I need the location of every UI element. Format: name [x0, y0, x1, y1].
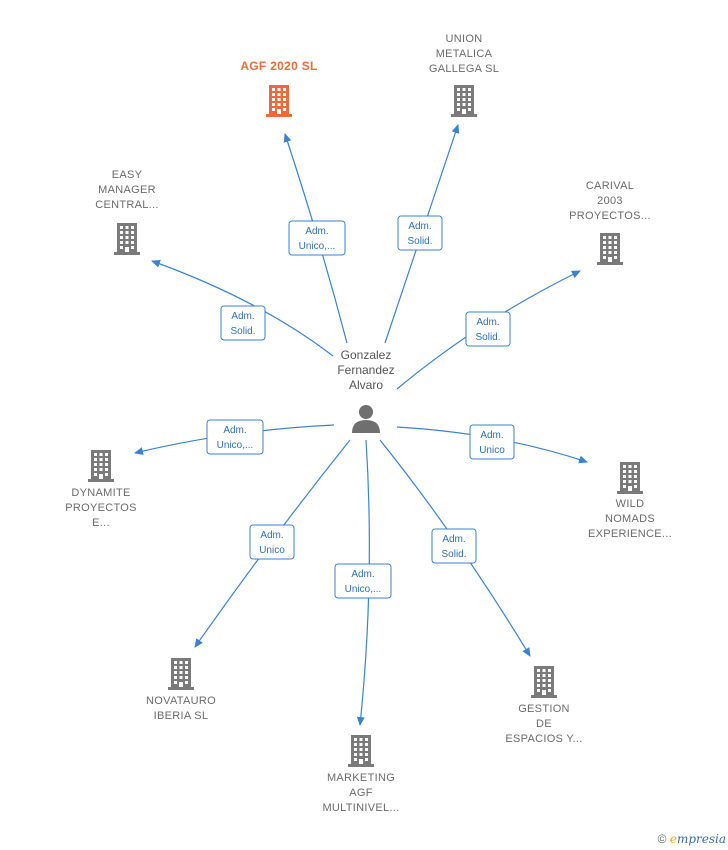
- person-name: Alvaro: [349, 378, 383, 392]
- company-node-gestion-espacios[interactable]: GESTION DE ESPACIOS Y...: [505, 666, 582, 745]
- role-box-frame: [397, 215, 443, 251]
- company-label: UNION: [446, 33, 483, 45]
- company-label: NOVATAURO: [146, 695, 216, 707]
- company-label: MANAGER: [98, 184, 156, 196]
- role-text: Adm.: [260, 530, 283, 541]
- role-text: Adm.: [442, 534, 465, 545]
- company-label: EASY: [112, 169, 143, 181]
- company-label: DE: [536, 718, 552, 730]
- company-node-novatauro[interactable]: NOVATAURO IBERIA SL: [146, 658, 216, 722]
- roles-layer: Adm. Unico,... Adm. Solid. Adm. Solid. Adm. Sol…: [206, 215, 515, 599]
- role-text: Solid.: [475, 332, 500, 343]
- company-node-union-metalica[interactable]: UNION METALICA GALLEGA SL: [429, 33, 499, 117]
- role-text: Adm.: [305, 226, 328, 237]
- role-text: Unico,...: [299, 241, 336, 252]
- role-box-gestion-espacios[interactable]: Adm. Solid.: [431, 528, 477, 564]
- building-icon: [597, 233, 623, 265]
- company-label: GESTION: [518, 703, 570, 715]
- role-box-frame: [288, 220, 346, 256]
- role-text: Solid.: [407, 236, 432, 247]
- role-box-union-metalica[interactable]: Adm. Solid.: [397, 215, 443, 251]
- role-box-frame: [465, 311, 511, 347]
- role-box-frame: [220, 305, 266, 341]
- person-icon: [352, 405, 380, 433]
- building-icon: [266, 85, 292, 117]
- company-node-agf-2020[interactable]: AGF 2020 SL: [240, 59, 317, 117]
- company-label: AGF 2020 SL: [240, 59, 317, 73]
- role-text: Solid.: [230, 326, 255, 337]
- company-label: PROYECTOS: [65, 502, 137, 514]
- company-label: WILD: [616, 498, 645, 510]
- role-text: Adm.: [231, 311, 254, 322]
- footer-brand[interactable]: © empresia: [658, 832, 726, 846]
- building-icon: [617, 462, 643, 494]
- company-label: MULTINIVEL...: [322, 802, 399, 814]
- company-label: NOMADS: [605, 513, 655, 525]
- role-box-marketing-agf[interactable]: Adm. Unico,...: [334, 563, 392, 599]
- copyright-symbol: ©: [657, 832, 667, 846]
- company-label: 2003: [597, 195, 623, 207]
- company-node-carival[interactable]: CARIVAL 2003PROYECTOS...: [569, 180, 651, 265]
- company-node-easy-manager[interactable]: EASY MANAGER CENTRAL...: [95, 169, 159, 255]
- role-box-wild-nomads[interactable]: Adm. Unico: [469, 424, 515, 460]
- role-text: Adm.: [223, 425, 246, 436]
- person-name: Gonzalez: [341, 348, 392, 362]
- company-label: DYNAMITE: [71, 487, 130, 499]
- company-label: PROYECTOS...: [569, 210, 651, 222]
- role-text: Adm.: [480, 430, 503, 441]
- brand-logo-e: e: [669, 832, 677, 846]
- role-box-carival[interactable]: Adm. Solid.: [465, 311, 511, 347]
- role-text: Unico: [259, 545, 285, 556]
- company-label: CENTRAL...: [95, 199, 159, 211]
- edge-easy-manager: [151, 259, 334, 357]
- company-label: E...: [92, 517, 110, 529]
- company-label: MARKETING: [327, 772, 395, 784]
- role-text: Solid.: [441, 549, 466, 560]
- company-label: CARIVAL: [586, 180, 634, 192]
- role-box-frame: [334, 563, 392, 599]
- role-box-frame: [469, 424, 515, 460]
- company-node-dynamite[interactable]: DYNAMITE PROYECTOS E...: [65, 450, 137, 529]
- role-box-frame: [249, 524, 295, 560]
- person-name: Fernandez: [337, 363, 394, 377]
- role-text: Adm.: [408, 221, 431, 232]
- company-label: GALLEGA SL: [429, 63, 499, 75]
- brand-logo-text: mpresia: [676, 832, 726, 846]
- role-text: Unico,...: [217, 440, 254, 451]
- company-node-marketing-agf[interactable]: MARKETING AGF MULTINIVEL...: [322, 735, 399, 814]
- role-text: Unico: [479, 445, 505, 456]
- role-box-dynamite[interactable]: Adm. Unico,...: [206, 419, 264, 455]
- company-label: METALICA: [436, 48, 493, 60]
- building-icon: [114, 223, 140, 255]
- building-icon: [168, 658, 194, 690]
- nodes-layer: AGF 2020 SL UNION METALICA GALLEGA SL EASY MA…: [65, 33, 672, 814]
- company-node-wild-nomads[interactable]: WILD NOMADS EXPERIENCE...: [588, 462, 672, 540]
- company-label: ESPACIOS Y...: [505, 733, 582, 745]
- role-text: Unico,...: [345, 584, 382, 595]
- role-box-frame: [206, 419, 264, 455]
- role-box-agf-2020[interactable]: Adm. Unico,...: [288, 220, 346, 256]
- role-box-easy-manager[interactable]: Adm. Solid.: [220, 305, 266, 341]
- role-text: Adm.: [476, 317, 499, 328]
- company-label: AGF: [349, 787, 373, 799]
- company-label: EXPERIENCE...: [588, 528, 672, 540]
- building-icon: [348, 735, 374, 767]
- company-label: IBERIA SL: [154, 710, 209, 722]
- building-icon: [88, 450, 114, 482]
- role-box-frame: [431, 528, 477, 564]
- building-icon: [451, 85, 477, 117]
- role-text: Adm.: [351, 569, 374, 580]
- building-icon: [531, 666, 557, 698]
- role-box-novatauro[interactable]: Adm. Unico: [249, 524, 295, 560]
